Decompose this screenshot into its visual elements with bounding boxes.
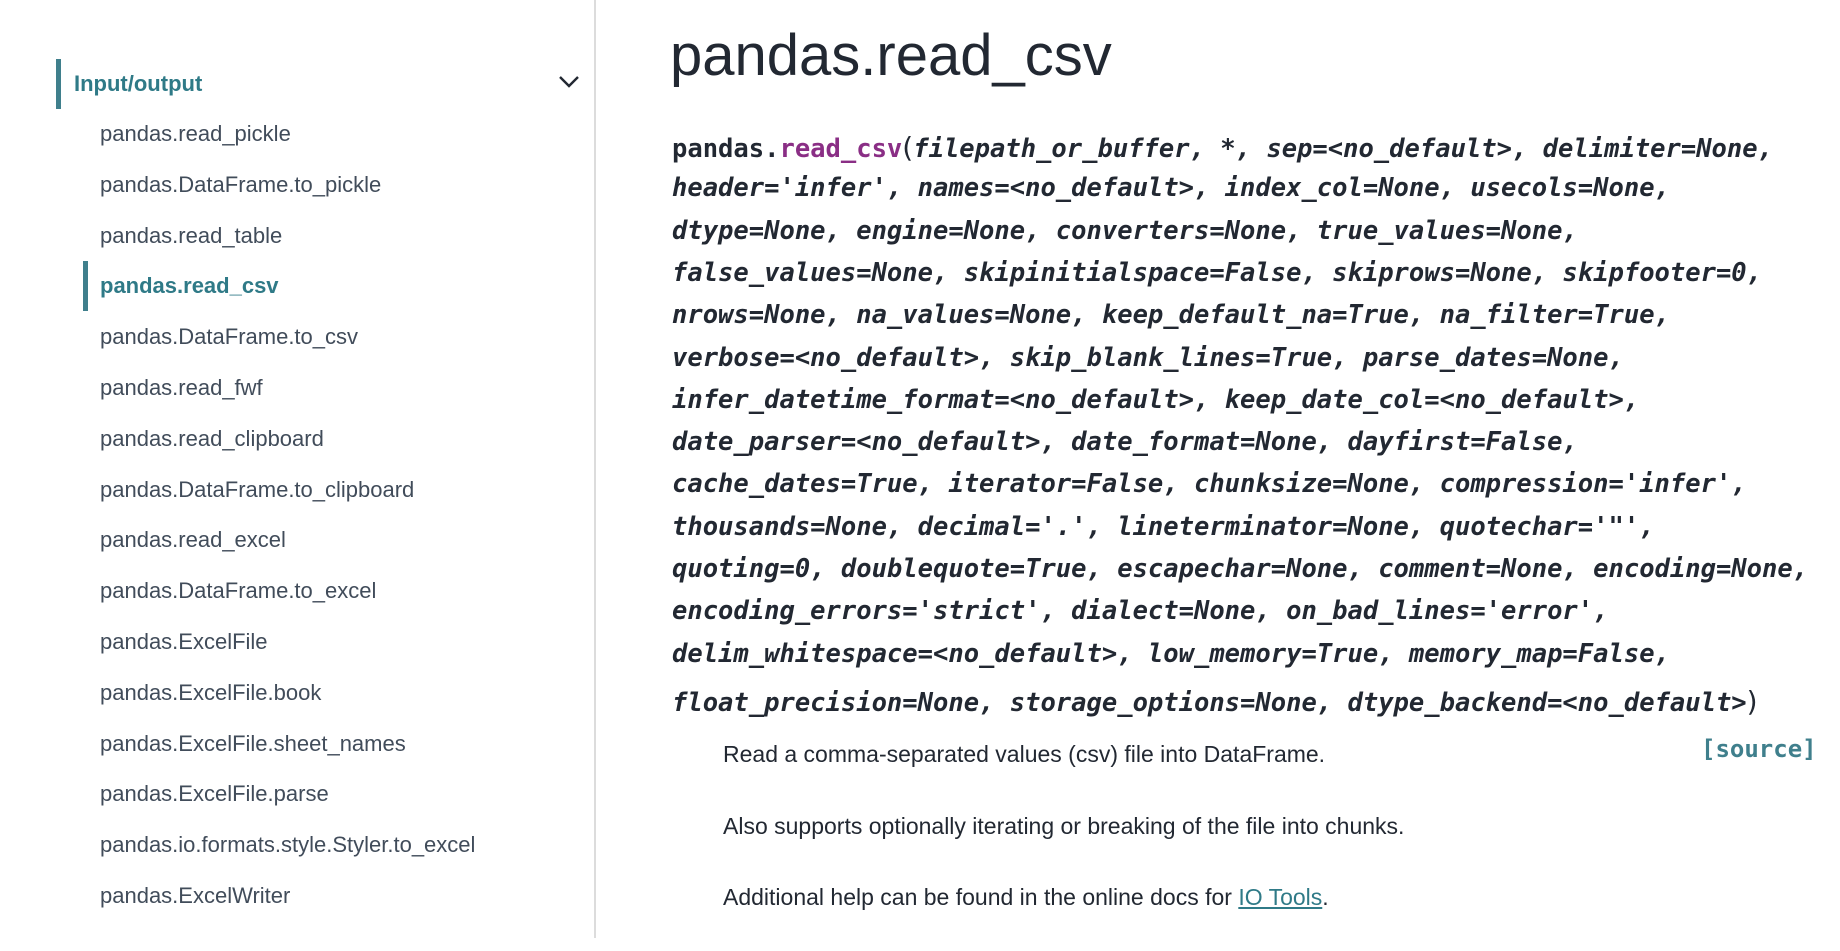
- signature-params: filepath_or_buffer, *, sep=<no_default>,…: [913, 134, 1773, 164]
- source-link[interactable]: [source]: [1701, 735, 1817, 763]
- signature-line: delim_whitespace=<no_default>, low_memor…: [672, 638, 1670, 669]
- sidebar-item[interactable]: pandas.ExcelFile.book: [100, 679, 322, 705]
- sidebar-item[interactable]: pandas.read_excel: [100, 527, 286, 553]
- signature-line: nrows=None, na_values=None, keep_default…: [672, 300, 1670, 331]
- sidebar-item[interactable]: pandas.ExcelFile: [100, 629, 268, 654]
- signature-module: pandas.: [672, 134, 780, 164]
- signature-line: infer_datetime_format=<no_default>, keep…: [672, 384, 1640, 415]
- sidebar-item[interactable]: pandas.ExcelWriter: [100, 883, 291, 908]
- signature-line: date_parser=<no_default>, date_format=No…: [672, 427, 1578, 458]
- signature-close-paren: ): [1746, 684, 1758, 718]
- sidebar-item[interactable]: pandas.DataFrame.to_pickle: [100, 171, 382, 197]
- sidebar-item[interactable]: pandas.DataFrame.to_clipboard: [100, 476, 415, 502]
- help-suffix: .: [1322, 884, 1329, 910]
- signature-line: thousands=None, decimal='.', linetermina…: [672, 511, 1655, 542]
- sidebar-item[interactable]: pandas.read_clipboard: [100, 425, 324, 451]
- page-title: pandas.read_csv: [670, 23, 1112, 88]
- signature-line: header='infer', names=<no_default>, inde…: [672, 173, 1670, 204]
- signature-params: float_precision=None, storage_options=No…: [672, 687, 1747, 718]
- sidebar-item[interactable]: pandas.ExcelFile.sheet_names: [100, 730, 406, 756]
- signature-line: float_precision=None, storage_options=No…: [672, 685, 1758, 718]
- signature-line: verbose=<no_default>, skip_blank_lines=T…: [672, 342, 1624, 373]
- description-chunks: Also supports optionally iterating or br…: [723, 813, 1405, 839]
- sidebar-item-cutoff[interactable]: [100, 925, 106, 951]
- sidebar-item[interactable]: pandas.read_fwf: [100, 375, 263, 400]
- signature-function-name: read_csv: [779, 134, 903, 164]
- sidebar-section-input-output[interactable]: Input/output: [56, 59, 591, 109]
- signature-open-paren: (: [902, 131, 914, 164]
- sidebar-section-label: Input/output: [74, 71, 203, 96]
- sidebar-nav: Input/output pandas.read_pickle pandas.Da…: [0, 0, 596, 938]
- signature-line: quoting=0, doublequote=True, escapechar=…: [672, 554, 1809, 584]
- signature-line: cache_dates=True, iterator=False, chunks…: [672, 469, 1747, 500]
- sidebar-item[interactable]: pandas.DataFrame.to_csv: [100, 324, 359, 350]
- description-summary: Read a comma-separated values (csv) file…: [723, 741, 1326, 767]
- signature-line: false_values=None, skipinitialspace=Fals…: [672, 257, 1763, 288]
- io-tools-link[interactable]: IO Tools: [1238, 884, 1323, 910]
- description-help: Additional help can be found in the onli…: [723, 884, 1329, 911]
- signature-line: dtype=None, engine=None, converters=None…: [672, 215, 1578, 246]
- help-text: Additional help can be found in the onli…: [723, 884, 1239, 910]
- sidebar-item[interactable]: pandas.DataFrame.to_excel: [100, 578, 377, 604]
- chevron-down-icon[interactable]: [557, 72, 581, 92]
- sidebar-item[interactable]: pandas.ExcelFile.parse: [100, 781, 329, 807]
- signature-line: pandas.read_csv(filepath_or_buffer, *, s…: [672, 131, 1773, 164]
- signature-line: encoding_errors='strict', dialect=None, …: [672, 596, 1609, 627]
- sidebar-item[interactable]: pandas.io.formats.style.Styler.to_excel: [100, 832, 476, 858]
- sidebar-item[interactable]: pandas.read_table: [100, 222, 283, 248]
- sidebar-item[interactable]: pandas.read_pickle: [100, 121, 291, 146]
- sidebar-item[interactable]: pandas.read_csv: [100, 273, 279, 299]
- active-item-indicator: [83, 261, 88, 311]
